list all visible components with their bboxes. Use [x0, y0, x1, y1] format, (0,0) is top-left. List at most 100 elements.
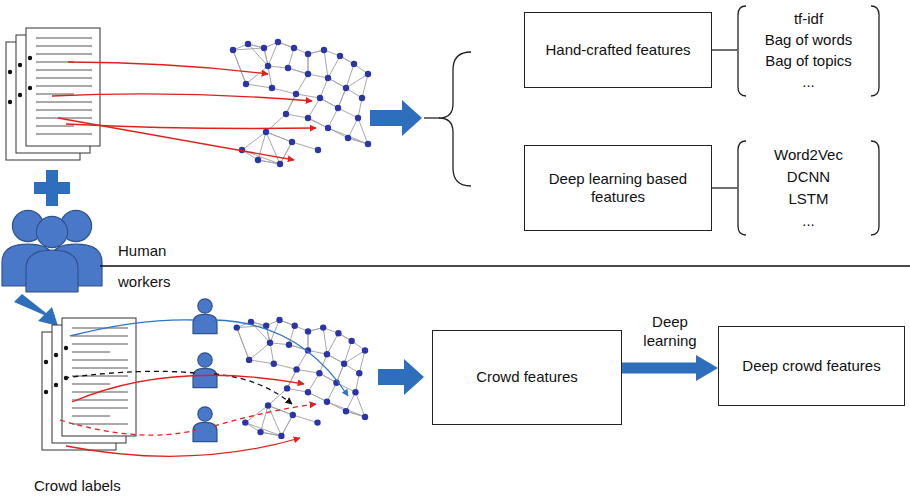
graph-edge: [328, 108, 338, 128]
bullet: [44, 390, 48, 394]
plus-sign: [34, 170, 70, 206]
feature-box: Hand-crafted features: [524, 12, 712, 88]
network-graph: [234, 317, 369, 439]
list-item: Bag of topics: [765, 52, 852, 70]
list-item: tf-idf: [794, 10, 823, 28]
graph-edge: [308, 373, 319, 392]
text-line: [36, 94, 74, 95]
graph-vertex: [349, 338, 355, 344]
graph-vertex: [278, 433, 284, 439]
graph-vertex: [245, 41, 251, 47]
graph-edge: [268, 388, 287, 405]
label-arrow: [214, 320, 348, 396]
document-stack: [42, 318, 136, 450]
list-item: LSTM: [788, 190, 828, 208]
graph-vertex: [290, 412, 296, 418]
graph-edge: [297, 350, 308, 369]
graph-edge: [268, 42, 278, 66]
graph-vertex: [246, 357, 252, 363]
person-body: [193, 422, 217, 441]
box-label: Deep learning based features: [535, 170, 701, 207]
graph-vertex: [277, 161, 283, 167]
crowd-icon: [2, 210, 102, 291]
crowd-label-arrows: [60, 320, 348, 456]
label-arrow: [214, 404, 316, 426]
graph-vertex: [305, 328, 311, 334]
graph-vertex: [365, 141, 371, 147]
graph-vertex: [265, 63, 271, 69]
edge-label: Deep learning: [632, 313, 708, 350]
graph-edge: [258, 160, 280, 164]
graph-edge: [258, 132, 266, 160]
text-line: [72, 400, 128, 401]
mapping-arrow: [52, 94, 312, 101]
graph-edge: [245, 406, 268, 423]
divider-line: [100, 265, 910, 267]
graph-edge: [286, 94, 296, 114]
label-arrow: [66, 438, 300, 456]
caption-label: workers: [118, 273, 171, 291]
text-line: [72, 408, 128, 409]
graph-vertex: [356, 370, 362, 376]
graph-vertex: [343, 85, 349, 91]
graph-edge: [338, 88, 346, 108]
bullet: [8, 100, 12, 104]
graph-vertex: [355, 115, 361, 121]
graph-vertex: [293, 91, 299, 97]
graph-vertex: [267, 340, 273, 346]
block-arrow: [14, 294, 58, 326]
label-arrow: [60, 420, 196, 435]
graph-edge: [327, 333, 338, 354]
graph-edge: [328, 128, 368, 144]
graph-edge: [323, 328, 327, 355]
graph-edge: [248, 44, 268, 66]
text-line: [72, 344, 128, 345]
graph-edge: [268, 66, 272, 88]
feature-box: Deep crowd features: [718, 326, 905, 406]
caption-label: Crowd labels: [34, 477, 121, 495]
graph-vertex: [325, 125, 331, 131]
text-line: [72, 384, 110, 385]
list-item: ...: [802, 212, 815, 230]
graph-vertex: [305, 71, 311, 77]
graph-edge: [344, 341, 352, 364]
text-line: [72, 352, 110, 353]
text-line: [36, 54, 92, 55]
person-head: [198, 299, 212, 313]
person-head: [36, 216, 67, 247]
graph-edge: [281, 415, 292, 436]
graph-edge: [293, 415, 318, 423]
block-arrow: [370, 100, 422, 136]
bullet: [54, 383, 58, 387]
label-arrow: [72, 375, 304, 402]
text-line: [72, 416, 110, 417]
graph-vertex: [362, 414, 368, 420]
text-line: [36, 86, 92, 87]
caption-label: Human: [118, 242, 166, 260]
connector-line: [712, 187, 737, 188]
text-line: [36, 38, 92, 39]
connector-arrow: [622, 363, 696, 374]
text-line: [36, 110, 92, 111]
text-line: [36, 78, 92, 79]
label-arrow: [214, 374, 292, 404]
feature-box: Deep learning based features: [524, 145, 712, 231]
graph-edge: [266, 114, 286, 132]
graph-edge: [280, 142, 292, 164]
graph-vertex: [335, 105, 341, 111]
graph-vertex: [230, 47, 236, 53]
graph-vertex: [275, 39, 281, 45]
bullet: [28, 86, 32, 90]
text-line: [36, 134, 92, 135]
document-page: [26, 28, 100, 146]
person-head: [198, 353, 212, 367]
person-body: [26, 250, 78, 292]
graph-vertex: [291, 45, 297, 51]
graph-vertex: [305, 389, 311, 395]
graph-vertex: [284, 385, 290, 391]
graph-edge: [280, 142, 292, 164]
graph-vertex: [292, 323, 298, 329]
graph-edge: [296, 74, 308, 94]
mapping-arrow: [68, 62, 268, 74]
